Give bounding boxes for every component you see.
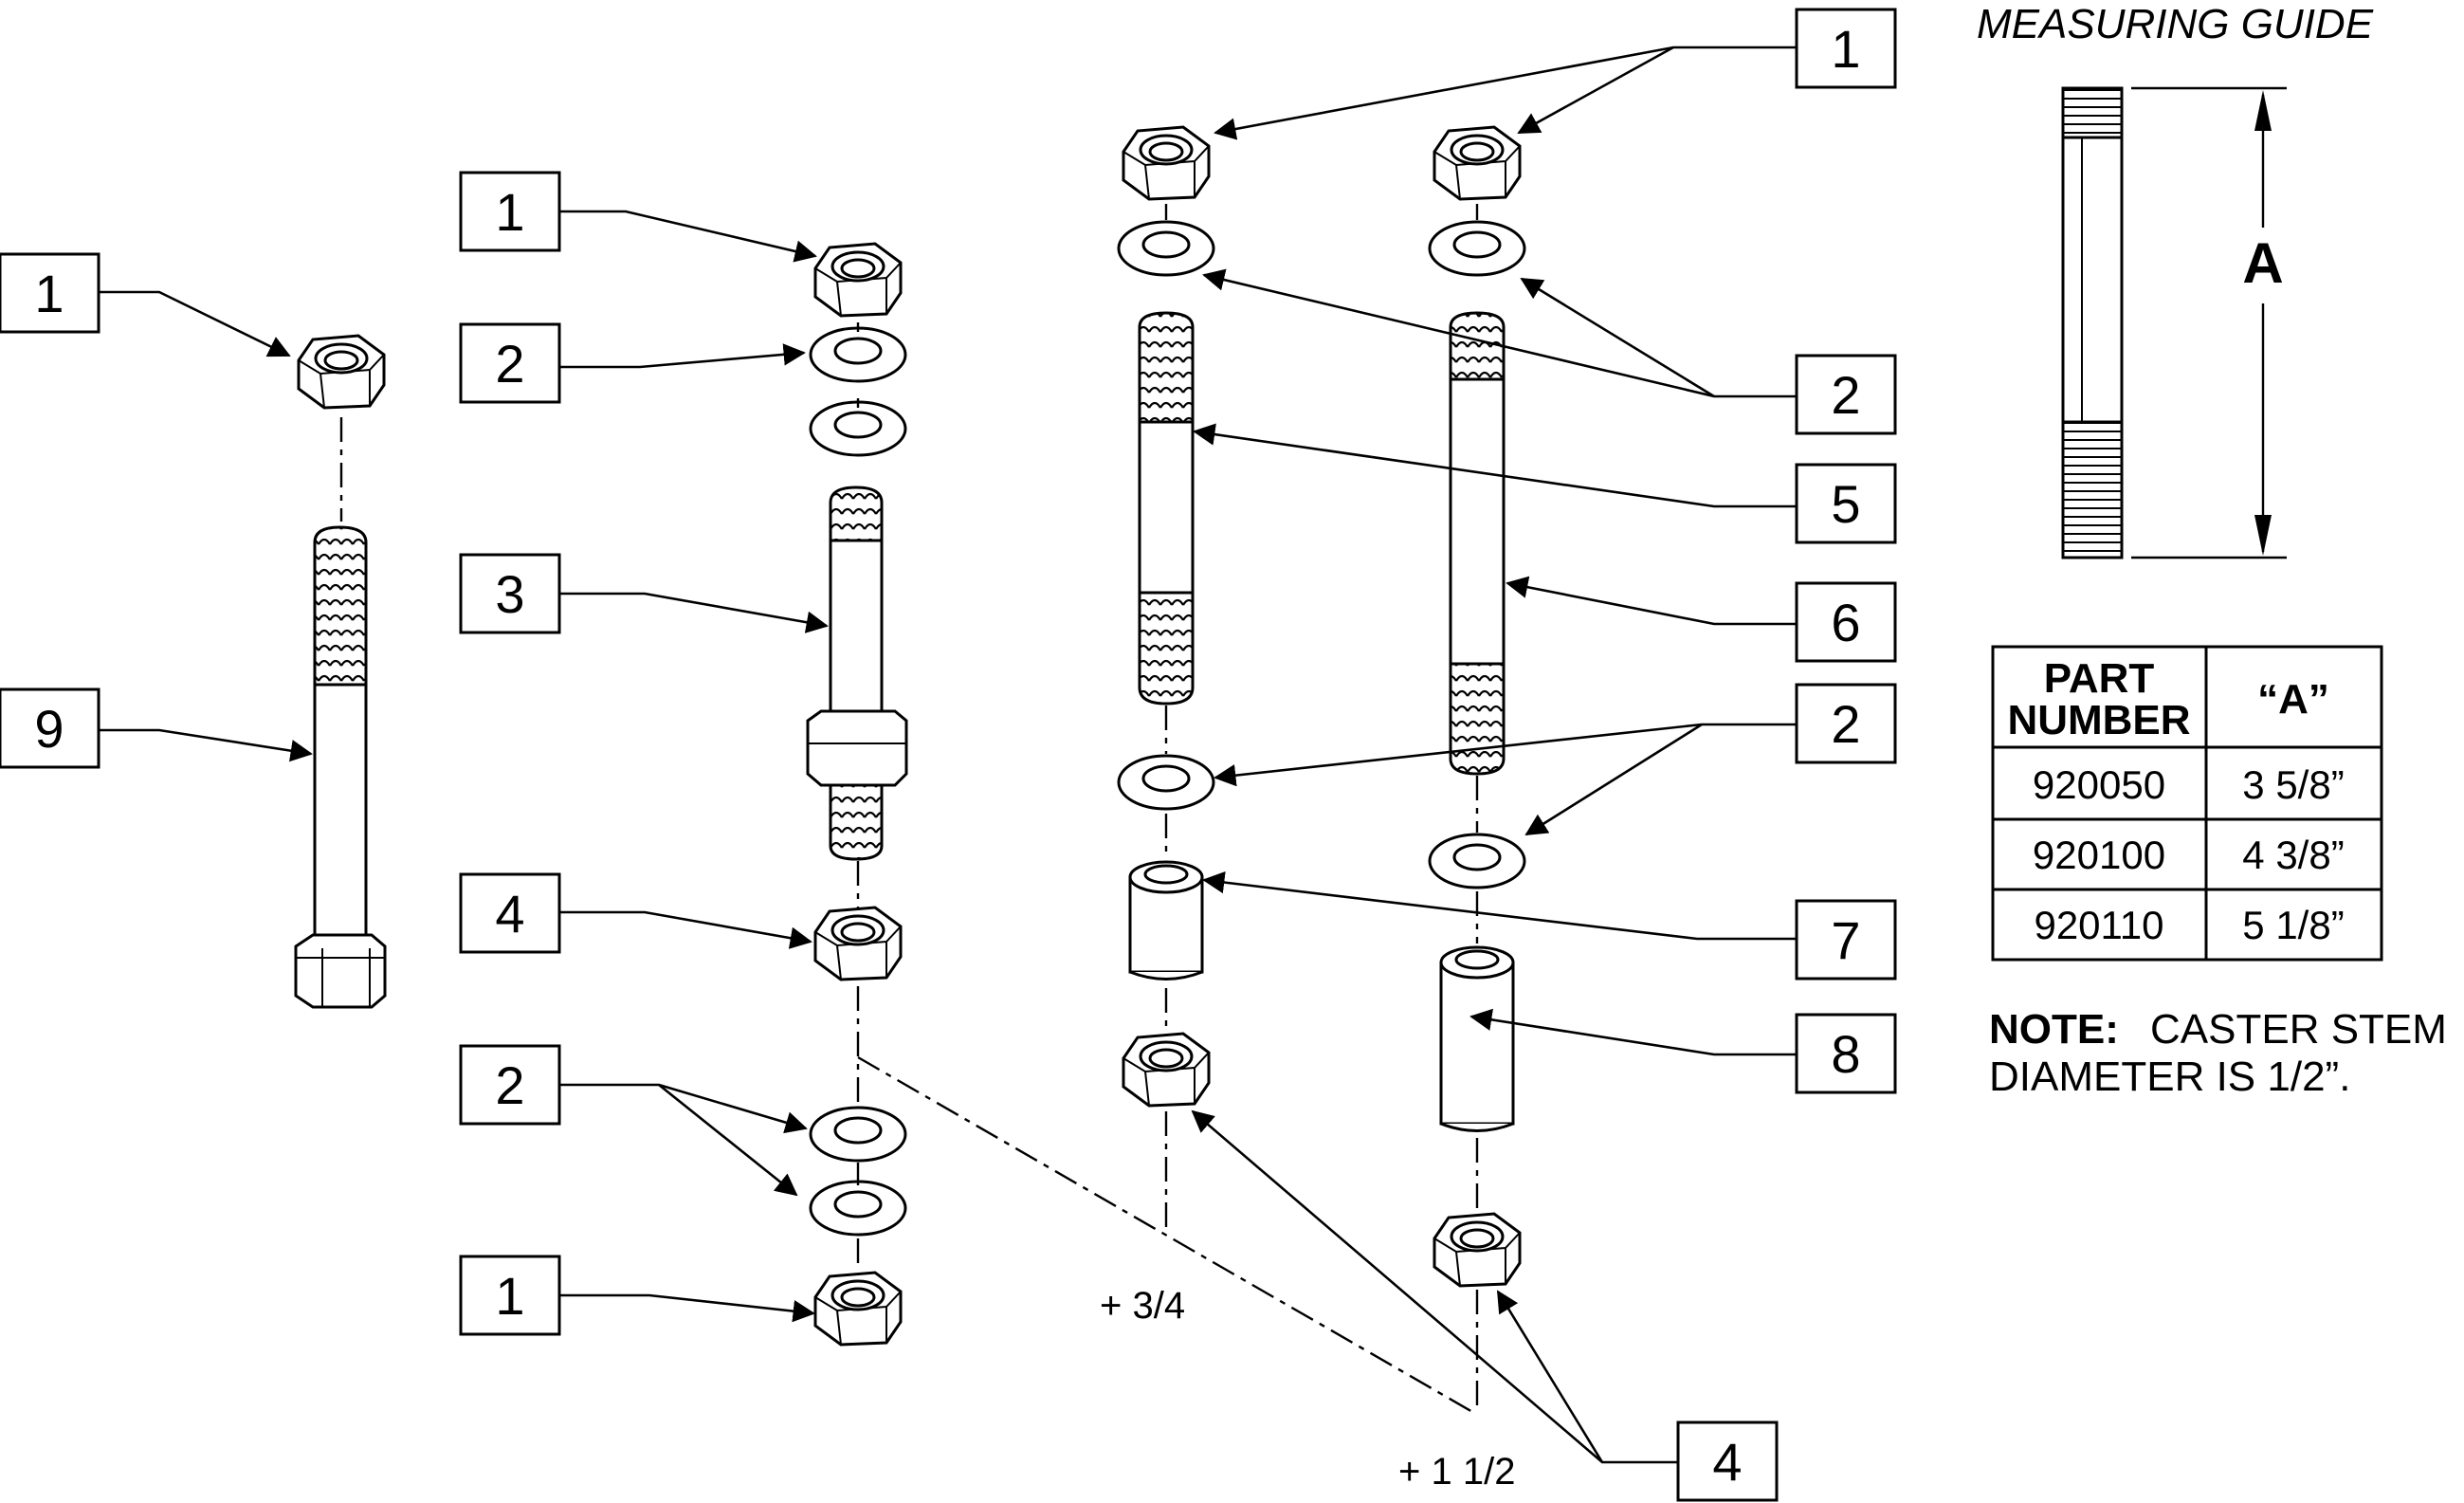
stud-shoulder <box>806 709 908 787</box>
washer-part-2 <box>1428 833 1526 889</box>
callout-3: 3 <box>459 553 829 634</box>
washer-part-2 <box>809 400 907 457</box>
svg-text:1: 1 <box>495 182 524 242</box>
dimension-a-label: A <box>2242 231 2283 295</box>
part-number-table: PART NUMBER “A” 920050 3 5/8” 920100 4 3… <box>1991 645 2383 962</box>
nut-part-1 <box>1122 125 1211 201</box>
measuring-guide-title: MEASURING GUIDE <box>1977 1 2374 47</box>
nut-part-1 <box>1433 125 1522 201</box>
guide-stud-bottom-thread <box>2061 420 2124 559</box>
nut-part-1 <box>297 334 386 410</box>
callout-7: 7 <box>1202 871 1897 981</box>
callout-6: 6 <box>1506 576 1897 663</box>
callout-5: 5 <box>1193 423 1897 544</box>
note-label: NOTE: <box>1989 1006 2119 1053</box>
svg-text:3: 3 <box>495 564 524 624</box>
svg-text:1: 1 <box>1831 19 1860 79</box>
bolt-thread <box>313 525 368 687</box>
bolt-shank <box>313 683 368 962</box>
table-cell: 920100 <box>2033 833 2165 877</box>
svg-text:9: 9 <box>34 699 64 759</box>
nut-part-4 <box>1433 1212 1522 1288</box>
table-cell: 4 3/8” <box>2242 833 2344 877</box>
callout-2-right-middle: 2 <box>1214 683 1897 836</box>
svg-text:5: 5 <box>1831 474 1860 534</box>
guide-stud-top-thread <box>2061 86 2124 139</box>
spacer-part-7 <box>1128 860 1204 981</box>
table-cell: 3 5/8” <box>2242 762 2344 807</box>
callout-1-left: 1 <box>0 252 291 357</box>
washer-part-2 <box>809 1106 907 1163</box>
nut-part-4 <box>813 906 903 981</box>
stud-shank <box>829 539 884 723</box>
table-cell: 920050 <box>2033 762 2165 807</box>
callout-9: 9 <box>0 687 313 769</box>
shoulder-stud-assembly <box>806 242 1475 1415</box>
callout-2-right-top: 2 <box>1202 268 1897 435</box>
svg-text:2: 2 <box>1831 694 1860 754</box>
svg-text:7: 7 <box>1831 910 1860 970</box>
callout-1-top-right: 1 <box>1214 8 1897 140</box>
nut-part-1 <box>813 1271 903 1347</box>
callout-1-stud-top: 1 <box>459 171 817 263</box>
table-header-number: NUMBER <box>2007 697 2190 743</box>
svg-text:2: 2 <box>495 1055 524 1115</box>
svg-text:4: 4 <box>1712 1432 1742 1492</box>
callout-2-stud-bottom: 2 <box>459 1044 808 1197</box>
note-line-1: CASTER STEM <box>2150 1006 2447 1053</box>
note-block: NOTE: CASTER STEM DIAMETER IS 1/2”. <box>1989 1006 2447 1100</box>
callout-group: 1 9 1 2 3 4 <box>0 8 1897 1502</box>
svg-text:2: 2 <box>495 334 524 394</box>
bolt-head <box>294 933 387 1009</box>
washer-part-2 <box>1428 220 1526 277</box>
washer-part-2 <box>809 1180 907 1237</box>
svg-text:1: 1 <box>495 1266 524 1326</box>
table-cell: 5 1/8” <box>2242 903 2344 947</box>
spacer-part-8 <box>1439 945 1515 1132</box>
table-header-part: PART <box>2044 655 2155 702</box>
table-cell: 920110 <box>2034 903 2163 947</box>
washer-part-2 <box>809 326 907 383</box>
nut-part-1 <box>813 242 903 318</box>
stud-5-shank <box>1138 420 1195 595</box>
svg-text:2: 2 <box>1831 365 1860 425</box>
stud-5-assembly <box>1117 125 1215 1233</box>
measuring-guide: MEASURING GUIDE A <box>1977 1 2374 559</box>
washer-part-2 <box>1117 220 1215 277</box>
svg-text:4: 4 <box>495 884 524 944</box>
bolt-assembly <box>294 334 387 1009</box>
note-line-2: DIAMETER IS 1/2”. <box>1989 1054 2350 1100</box>
table-header-a: “A” <box>2257 676 2329 723</box>
stud-6-shank <box>1449 377 1506 666</box>
callout-2-stud-top: 2 <box>459 322 806 404</box>
callout-8: 8 <box>1469 1008 1897 1094</box>
svg-text:8: 8 <box>1831 1024 1860 1084</box>
washer-part-2 <box>1117 754 1215 811</box>
callout-4-stud: 4 <box>459 872 812 954</box>
guide-stud-shank <box>2061 136 2124 424</box>
offset-label-short: + 3/4 <box>1100 1285 1185 1327</box>
callout-4-bottom: 4 <box>1191 1109 1779 1502</box>
stud-6-assembly <box>1428 125 1526 1413</box>
nut-part-4 <box>1122 1032 1211 1108</box>
callout-1-stud-bottom: 1 <box>459 1255 815 1336</box>
svg-text:6: 6 <box>1831 593 1860 652</box>
svg-text:1: 1 <box>34 264 64 323</box>
offset-label-long: + 1 1/2 <box>1398 1451 1515 1493</box>
